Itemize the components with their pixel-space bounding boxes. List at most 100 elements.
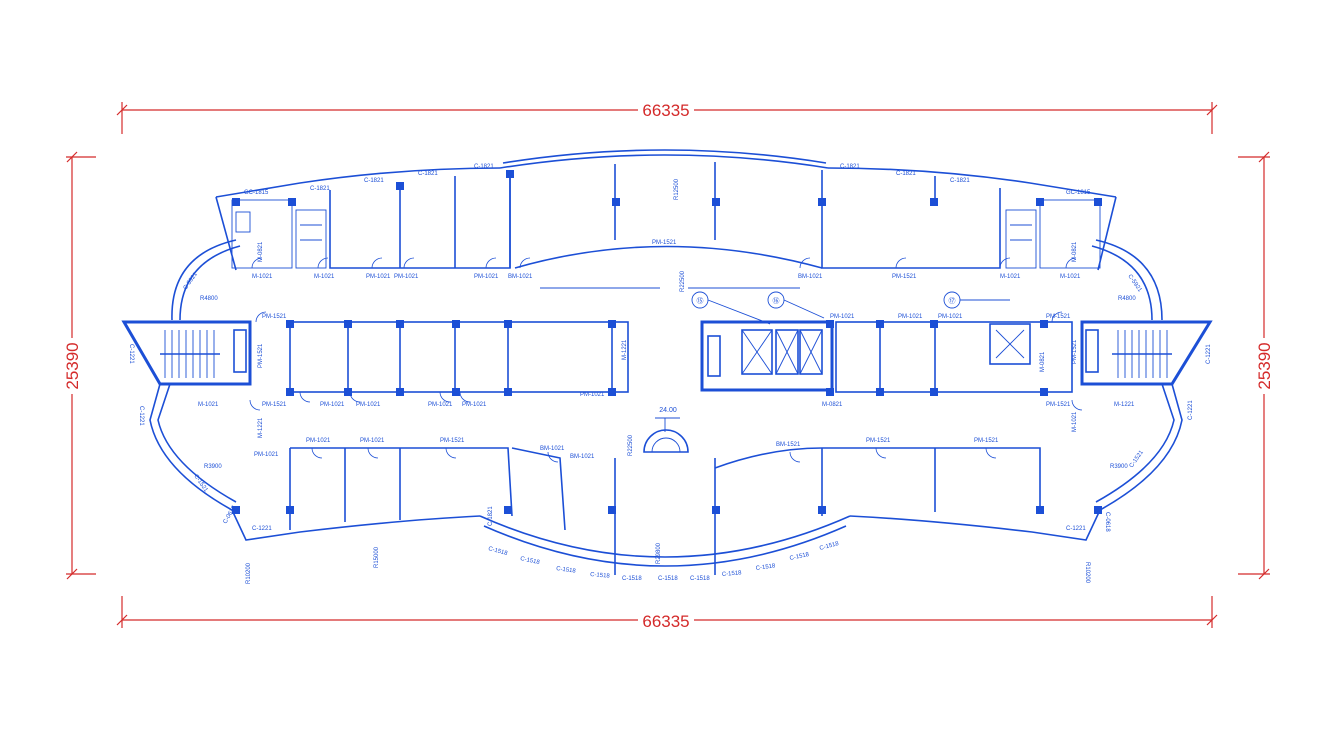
door-label: PM-1521 <box>1072 339 1078 364</box>
window-label: C-1221 <box>1206 344 1212 364</box>
door-label: M-1021 <box>314 274 335 280</box>
window-label: C-1221 <box>138 406 144 426</box>
door-label: M-1021 <box>1060 274 1081 280</box>
door-label: PM-1021 <box>366 274 391 280</box>
window-label: C-1518 <box>487 546 508 557</box>
door-label: BM-1021 <box>508 274 533 280</box>
door-label: M-1021 <box>252 274 273 280</box>
door-label: M-0821 <box>258 241 264 262</box>
door-label: BM-1521 <box>776 442 801 448</box>
door-label: PM-1021 <box>254 452 279 458</box>
door-label: M-1221 <box>1114 402 1135 408</box>
radius-label: R15000 <box>374 546 380 568</box>
window-label: C-1518 <box>789 552 810 562</box>
door-label: PM-1521 <box>258 343 264 368</box>
dim-top-width: 66335 <box>642 101 689 120</box>
window-label: C-1821 <box>950 178 970 184</box>
dim-bottom-width: 66335 <box>642 612 689 631</box>
window-label: C-1221 <box>252 526 272 532</box>
door-label: PM-1021 <box>474 274 499 280</box>
radius-label: R4800 <box>200 296 218 302</box>
columns <box>232 170 1102 514</box>
door-label: PM-1521 <box>892 274 917 280</box>
top-rooms <box>231 162 1101 289</box>
door-label: PM-1021 <box>356 402 381 408</box>
window-label: C-1518 <box>520 556 541 566</box>
door-label: BM-1021 <box>570 454 595 460</box>
window-label: C-1518 <box>819 541 840 552</box>
window-label: C-0618 <box>223 504 238 525</box>
stair-right <box>1085 329 1172 378</box>
door-label: M-1221 <box>622 339 628 360</box>
elevation-label: 24.00 <box>659 407 677 414</box>
door-label: M-1021 <box>198 402 219 408</box>
dim-right-height: 25390 <box>1255 342 1274 389</box>
door-swings <box>249 257 1083 463</box>
door-label: M-1021 <box>1000 274 1021 280</box>
window-label: C-1821 <box>840 164 860 170</box>
radius-label: R4800 <box>1118 296 1136 302</box>
grid-marker-15: ⑮ <box>697 297 704 305</box>
stair-left <box>160 329 247 378</box>
window-label: C-1518 <box>755 563 776 572</box>
door-label: PM-1521 <box>652 240 677 246</box>
dim-left-height: 25390 <box>63 342 82 389</box>
bottom-rooms <box>289 417 1041 575</box>
door-label: PM-1521 <box>974 438 999 444</box>
window-label: GC-1815 <box>1066 190 1091 196</box>
door-label: BM-1021 <box>798 274 823 280</box>
window-label: C-1821 <box>488 506 494 526</box>
door-label: PM-1021 <box>428 402 453 408</box>
window-label: C-1521 <box>1129 449 1146 469</box>
window-label: C-1221 <box>128 344 134 364</box>
window-label: C-1821 <box>310 186 330 192</box>
dimension-texts: 66335 66335 25390 25390 <box>63 101 1274 631</box>
door-label: PM-1021 <box>306 438 331 444</box>
door-label: PM-1021 <box>580 392 605 398</box>
radius-label: R22500 <box>628 434 634 456</box>
window-label: GC-1815 <box>244 190 269 196</box>
door-label: PM-1521 <box>866 438 891 444</box>
door-label: PM-1021 <box>320 402 345 408</box>
door-label: BM-1021 <box>540 446 565 452</box>
window-label: C-1821 <box>474 164 494 170</box>
window-label: C-1821 <box>418 171 438 177</box>
door-label: M-1021 <box>1072 411 1078 432</box>
grid-marker-16: ⑯ <box>773 297 780 305</box>
door-label: PM-1521 <box>262 314 287 320</box>
building-outline <box>121 149 1213 567</box>
window-label: C-1221 <box>1188 400 1194 420</box>
window-label: C-0618 <box>1104 512 1110 532</box>
window-label: C-1518 <box>556 566 577 575</box>
grid-markers: ⑮ ⑯ ⑰ <box>691 291 1010 325</box>
grid-marker-17: ⑰ <box>949 297 956 305</box>
door-label: M-0821 <box>1072 241 1078 262</box>
door-label: PM-1021 <box>394 274 419 280</box>
radius-label: R3900 <box>1110 464 1128 470</box>
door-label: PM-1521 <box>440 438 465 444</box>
window-label: C-1821 <box>896 171 916 177</box>
radius-label: R10200 <box>246 562 252 584</box>
door-label: PM-1521 <box>1046 402 1071 408</box>
door-label: M-0821 <box>822 402 843 408</box>
window-label: C-1821 <box>364 178 384 184</box>
door-label: PM-1021 <box>898 314 923 320</box>
radius-label: R29800 <box>656 542 662 564</box>
door-label: PM-1021 <box>938 314 963 320</box>
door-label: M-0821 <box>1040 351 1046 372</box>
door-label: PM-1521 <box>262 402 287 408</box>
middle-rooms <box>160 320 1172 393</box>
radius-label: R22500 <box>680 270 686 292</box>
window-label: C-1518 <box>722 570 743 578</box>
door-label: PM-1021 <box>462 402 487 408</box>
radius-label: R12500 <box>674 178 680 200</box>
radius-label: R3900 <box>204 464 222 470</box>
window-label: C-1221 <box>1066 526 1086 532</box>
door-label: M-1221 <box>258 417 264 438</box>
window-label: C-1518 <box>590 572 611 580</box>
window-label: C-1518 <box>622 576 642 582</box>
window-label: C-1518 <box>690 576 710 582</box>
radius-label: R10200 <box>1084 562 1090 584</box>
door-label: PM-1021 <box>830 314 855 320</box>
